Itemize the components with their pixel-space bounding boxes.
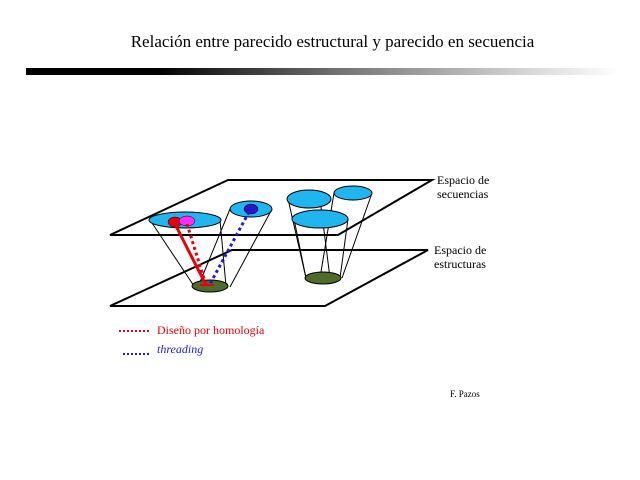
homology-path-solid [173, 223, 208, 286]
threading-path-dotted [208, 211, 251, 285]
title-underline [26, 68, 620, 75]
sequence-ellipse-top-right [333, 185, 373, 201]
legend-homology-label: Diseño por homología [157, 323, 265, 337]
structure-space-label: Espacio de estructuras [434, 243, 486, 271]
sequence-space-label: Espacio de secuencias [437, 173, 489, 201]
structure-space-plane [109, 249, 429, 307]
legend-homology-swatch [119, 330, 149, 332]
slide-title: Relación entre parecido estructural y pa… [130, 32, 535, 51]
homology-path-dotted [185, 223, 208, 286]
author-credit: F. Pazos [450, 389, 480, 399]
sequence-ellipse-top-left [286, 189, 332, 209]
legend-threading-label: threading [157, 342, 204, 356]
threading-sequence-dot [243, 203, 259, 215]
sequence-ellipse-front [291, 209, 349, 229]
structure-ellipse-right [304, 271, 342, 285]
structure-space-label-line1: Espacio de [434, 243, 487, 257]
sequence-space-plane [109, 179, 436, 236]
sequence-space-label-line2: secuencias [437, 187, 489, 201]
legend-threading-swatch [123, 353, 149, 355]
structure-space-label-line2: estructuras [434, 257, 486, 271]
sequence-space-label-line1: Espacio de [437, 173, 490, 187]
